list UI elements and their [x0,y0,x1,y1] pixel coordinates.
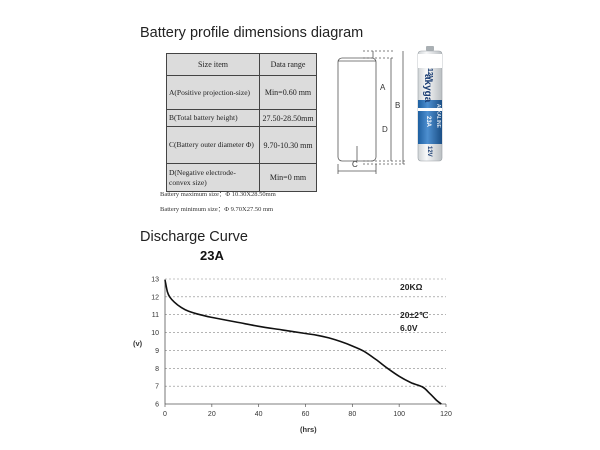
temperature-annotation: 20±2℃ [400,310,429,320]
item-cell: B(Total battery height) [166,109,260,127]
x-tick-label: 20 [208,411,216,418]
table-row: A(Positive projection-size) Min=0.60 mm [166,75,317,110]
table-row: D(Negative electrode-convex size) Min=0 … [166,163,317,192]
header-size-item: Size item [166,53,260,76]
table-row: C(Battery outer diameter Φ) 9.70-10.30 m… [166,126,317,164]
y-tick-label: 13 [151,277,159,284]
chart-axes [164,279,447,407]
x-tick-label: 80 [348,411,356,418]
dimension-drawing: A B D C [337,50,405,174]
model-label: 23A [200,248,224,263]
y-tick-label: 9 [155,348,159,355]
y-tick-label: 10 [151,330,159,337]
y-tick-label: 7 [155,384,159,391]
x-tick-label: 100 [393,411,405,418]
battery-label-model: 23A [425,116,431,128]
battery-label-top: 12V [426,68,433,81]
item-cell: C(Battery outer diameter Φ) [166,126,260,164]
x-tick-label: 0 [163,411,167,418]
discharge-title: Discharge Curve [140,229,248,245]
y-tick-label: 8 [155,366,159,373]
dim-letter-c: C [352,160,358,169]
discharge-curve-line [164,279,442,405]
y-axis-label: (v) [133,339,143,348]
dim-letter-b: B [395,101,400,110]
dim-letter-d: D [382,125,388,134]
min-size-note: Battery minimum size：Φ 9.70X27.50 mm [160,206,274,213]
y-tick-label: 12 [151,294,159,301]
value-cell: 9.70-10.30 mm [259,126,317,164]
dim-letter-a: A [380,83,386,92]
tick-labels: 6 7 8 9 10 11 12 13 0 20 40 60 80 100 120 [151,277,452,419]
value-cell: Min=0.60 mm [259,75,317,110]
max-size-note: Battery maximum size：Φ 10.30X28.50mm [160,191,276,198]
x-tick-label: 40 [255,411,263,418]
value-cell: Min=0 mm [259,163,317,192]
y-tick-label: 6 [155,402,159,409]
dimensions-table: Size item Data range A(Positive projecti… [166,53,317,192]
x-tick-label: 120 [440,411,452,418]
profile-title: Battery profile dimensions diagram [140,25,364,41]
battery-brand: akyga [422,74,433,103]
battery-label-bottom: 12V [426,146,432,157]
x-axis-label: (hrs) [300,425,317,434]
y-tick-label: 11 [152,312,159,319]
load-annotation: 20KΩ [400,282,423,292]
item-cell: D(Negative electrode-convex size) [166,163,260,192]
table-row: B(Total battery height) 27.50-28.50mm [166,109,317,127]
battery-label-side: ALKALINE [435,104,441,129]
value-cell: 27.50-28.50mm [259,109,317,127]
table-header-row: Size item Data range [166,53,317,76]
x-tick-label: 60 [302,411,310,418]
item-cell: A(Positive projection-size) [166,75,260,110]
battery-photo: 12V akyga ALKALINE 23A 12V [417,46,443,162]
cutoff-annotation: 6.0V [400,323,418,333]
header-data-range: Data range [259,53,317,76]
